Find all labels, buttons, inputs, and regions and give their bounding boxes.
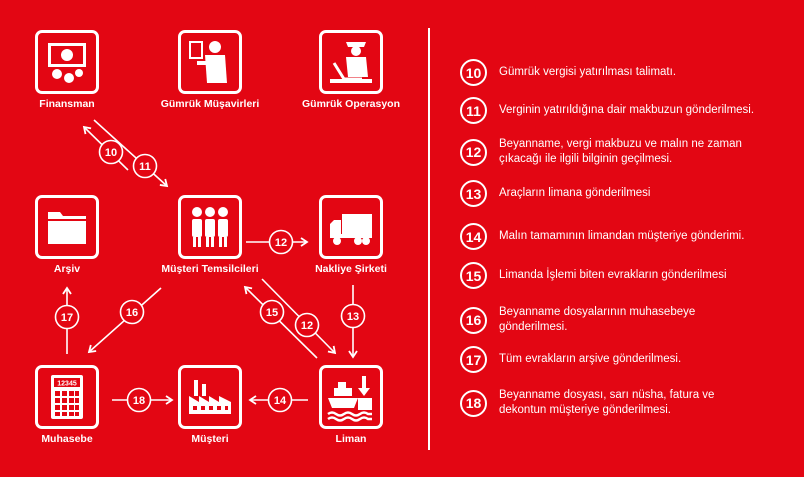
flow-12-badge-liman: 12 [294, 312, 320, 338]
calculator-display-text: 12345 [57, 381, 77, 388]
musteri-tile [178, 365, 242, 429]
customs-officer-icon [330, 42, 372, 83]
legend-text: Tüm evrakların arşive gönderilmesi. [499, 353, 682, 365]
people-icon [192, 207, 228, 247]
flow-13-badge-label: 13 [347, 311, 359, 323]
flow-12-badge-nakliye: 12 [268, 229, 294, 255]
legend-item-16: 16 Beyanname dosyalarının muhasebeye gön… [460, 305, 790, 335]
divider [428, 28, 430, 450]
flow-11-badge-label: 11 [139, 161, 151, 173]
legend-number: 14 [460, 223, 487, 250]
gumruk-operasyon-tile [319, 30, 383, 94]
node-muhasebe: 12345 Muhasebe [0, 365, 137, 445]
flow-10-badge-label: 10 [105, 147, 117, 159]
legend-number: 16 [460, 306, 487, 334]
node-gumruk-musavirleri-label: Gümrük Müşavirleri [160, 98, 260, 110]
legend-item-18: 18 Beyanname dosyası, sarı nüsha, fatura… [460, 388, 790, 418]
legend-item-13: 13 Araçların limana gönderilmesi [460, 180, 790, 207]
legend-text: Malın tamamının limandan müşteriye gönde… [499, 230, 745, 242]
flow-14-badge: 14 [267, 387, 293, 413]
legend-text: Beyanname dosyası, sarı nüsha, fatura ve… [499, 389, 715, 416]
flow-10-badge: 10 [98, 139, 124, 165]
flow-16-badge-label: 16 [126, 307, 138, 319]
node-musteri-temsilcileri-label: Müşteri Temsilcileri [161, 263, 259, 275]
node-musteri-label: Müşteri [191, 433, 229, 445]
calculator-icon: 12345 [51, 375, 83, 419]
legend-item-14: 14 Malın tamamının limandan müşteriye gö… [460, 223, 790, 250]
node-nakliye-sirketi: Nakliye Şirketi [281, 195, 421, 275]
flow-18-badge-label: 18 [133, 395, 145, 407]
flow-16-badge: 16 [119, 299, 145, 325]
liman-tile [319, 365, 383, 429]
legend-number: 12 [460, 138, 487, 166]
legend-text: Gümrük vergisi yatırılması talimatı. [499, 66, 677, 78]
node-arsiv-label: Arşiv [53, 263, 81, 275]
gumruk-musavirleri-tile [178, 30, 242, 94]
flow-12-badge-liman-label: 12 [301, 320, 313, 332]
flow-11-arrow [93, 119, 169, 188]
truck-icon [330, 214, 372, 245]
node-arsiv: Arşiv [0, 195, 137, 275]
node-nakliye-sirketi-label: Nakliye Şirketi [315, 263, 387, 275]
factory-icon [189, 380, 231, 414]
node-gumruk-operasyon-label: Gümrük Operasyon [301, 98, 401, 110]
legend-item-15: 15 Limanda İşlemi biten evrakların gönde… [460, 262, 790, 289]
node-musteri-temsilcileri: Müşteri Temsilcileri [140, 195, 280, 275]
node-musteri: Müşteri [140, 365, 280, 445]
money-icon [48, 43, 86, 83]
muhasebe-tile: 12345 [35, 365, 99, 429]
folder-icon [48, 212, 86, 244]
legend-item-11: 11 Verginin yatırıldığına dair makbuzun … [460, 97, 790, 124]
node-gumruk-operasyon: Gümrük Operasyon [281, 30, 421, 110]
legend-number: 15 [460, 262, 487, 289]
legend-item-17: 17 Tüm evrakların arşive gönderilmesi. [460, 346, 790, 373]
flow-12-badge-nakliye-label: 12 [275, 237, 287, 249]
node-muhasebe-label: Muhasebe [41, 433, 93, 445]
musteri-temsilcileri-tile [178, 195, 242, 259]
legend-text: Beyanname dosyalarının muhasebeye gönder… [499, 306, 696, 333]
legend-number: 18 [460, 389, 487, 417]
finansman-tile [35, 30, 99, 94]
legend-item-10: 10 Gümrük vergisi yatırılması talimatı. [460, 59, 790, 86]
node-finansman-label: Finansman [39, 98, 95, 110]
legend-number: 10 [460, 59, 487, 86]
flow-17-badge-label: 17 [61, 312, 73, 324]
flow-15-arrow [243, 285, 318, 359]
legend-text: Limanda İşlemi biten evrakların gönderil… [499, 269, 727, 281]
nakliye-sirketi-tile [319, 195, 383, 259]
legend-number: 13 [460, 180, 487, 207]
node-gumruk-musavirleri: Gümrük Müşavirleri [140, 30, 280, 110]
legend-text: Verginin yatırıldığına dair makbuzun gön… [499, 104, 755, 116]
flow-arrows: 10 11 12 12 13 14 15 16 [54, 119, 366, 413]
legend-number: 11 [460, 97, 487, 124]
flow-15-badge: 15 [259, 299, 285, 325]
flow-14-badge-label: 14 [274, 395, 287, 407]
port-ship-icon [327, 376, 372, 422]
flow-11-badge: 11 [132, 153, 158, 179]
node-liman-label: Liman [335, 433, 367, 445]
flow-15-badge-label: 15 [266, 307, 278, 319]
flow-18-badge: 18 [126, 387, 152, 413]
node-finansman: Finansman [0, 30, 137, 110]
arsiv-tile [35, 195, 99, 259]
flow-13-badge: 13 [340, 303, 366, 329]
legend-text: Beyanname, vergi makbuzu ve malın ne zam… [499, 138, 742, 165]
flow-17-badge: 17 [54, 304, 80, 330]
legend-number: 17 [460, 346, 487, 373]
legend-text: Araçların limana gönderilmesi [499, 187, 651, 199]
legend-item-12: 12 Beyanname, vergi makbuzu ve malın ne … [460, 137, 790, 167]
node-liman: Liman [281, 365, 421, 445]
flow-12-arrow-liman [261, 278, 337, 355]
customs-broker-icon [189, 41, 227, 83]
